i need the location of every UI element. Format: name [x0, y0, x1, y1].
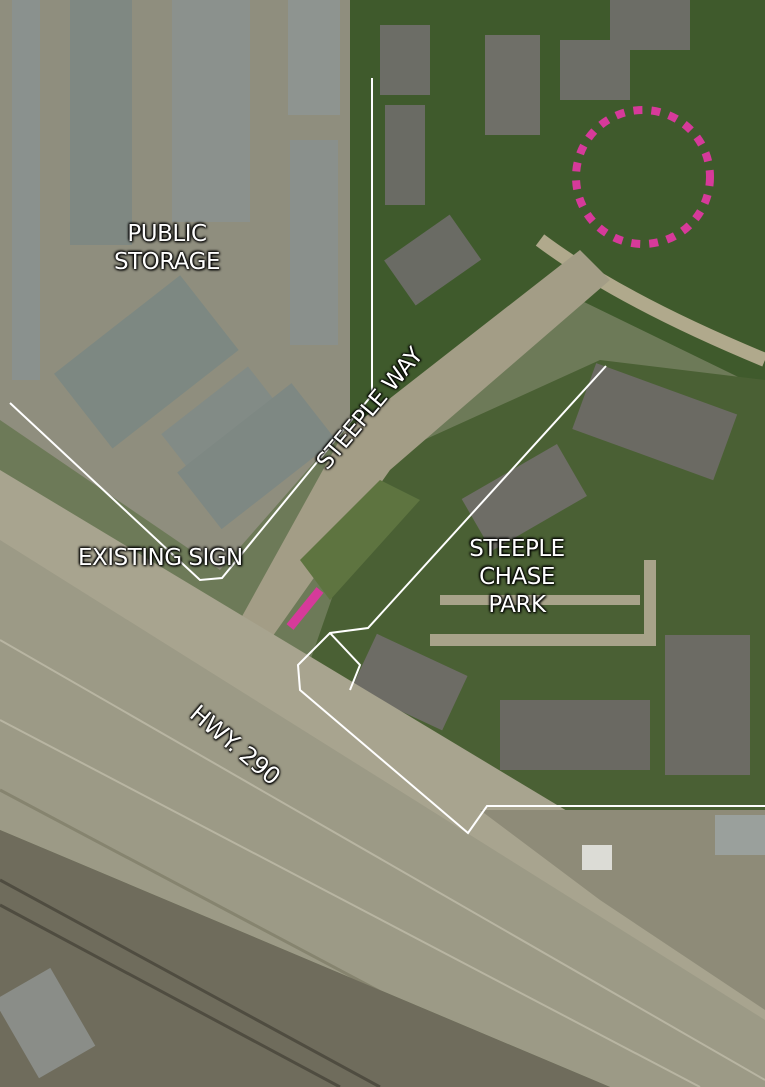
apartment-building	[500, 700, 650, 770]
label-steeple-chase-park: STEEPLE CHASE PARK	[462, 535, 572, 619]
storage-building	[161, 366, 279, 474]
proposed-location-circle	[572, 106, 714, 248]
internal-road	[535, 234, 765, 367]
apartment-building	[351, 633, 468, 731]
label-park-line-2: CHASE	[479, 564, 555, 590]
parking-road	[430, 560, 656, 646]
apartment-building	[385, 105, 425, 205]
highway-lanes	[0, 540, 765, 1087]
label-park-line-3: PARK	[488, 592, 546, 618]
south-building	[0, 967, 96, 1079]
storage-building	[172, 0, 250, 222]
apartment-building	[572, 363, 738, 481]
storage-boundary	[9, 78, 373, 582]
lane-line	[0, 639, 765, 1081]
apartment-building	[665, 635, 750, 775]
storage-building	[12, 0, 40, 380]
rail-track	[0, 878, 381, 1087]
frontage-road	[0, 470, 765, 1040]
label-public-storage-line-2: STORAGE	[114, 249, 221, 275]
industrial-building	[582, 845, 612, 870]
apartment-building	[384, 214, 482, 306]
storage-building	[70, 0, 132, 245]
label-park-line-1: STEEPLE	[469, 536, 565, 562]
tree-canopy	[350, 0, 765, 460]
road-median	[300, 480, 420, 600]
industrial-building	[715, 815, 765, 855]
apartment-building	[610, 0, 690, 50]
industrial-lot	[480, 810, 765, 1010]
storage-building	[177, 383, 336, 530]
label-existing-sign: EXISTING SIGN	[78, 545, 243, 571]
rail-track	[0, 903, 341, 1087]
existing-sign-marker	[286, 587, 324, 630]
label-public-storage: PUBLIC STORAGE	[112, 220, 222, 276]
apartment-building	[380, 25, 430, 95]
storage-building	[54, 275, 239, 449]
apartment-building	[485, 35, 540, 135]
apartment-building	[461, 444, 587, 551]
lane-line	[0, 719, 701, 1087]
storage-building	[290, 140, 338, 345]
park-boundary-notch	[329, 632, 362, 691]
railway-corridor	[0, 830, 610, 1087]
park-boundary	[296, 365, 765, 835]
label-public-storage-line-1: PUBLIC	[127, 221, 207, 247]
storage-building	[288, 0, 340, 115]
